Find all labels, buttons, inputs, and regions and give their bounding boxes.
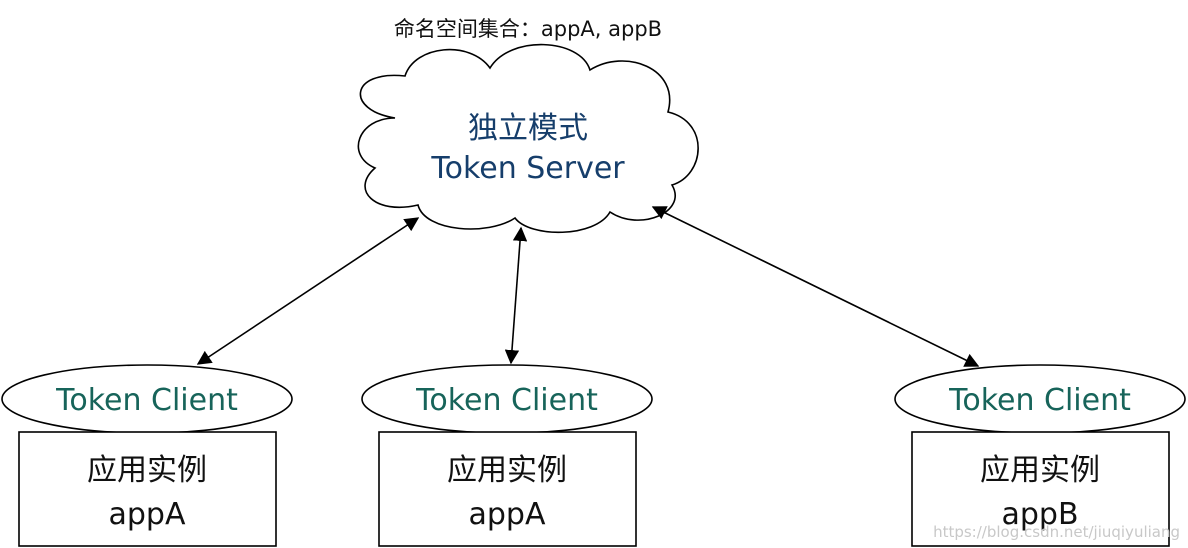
- watermark-text: https://blog.csdn.net/jiuqiyuliang: [933, 523, 1180, 541]
- app-instance-name: appB: [1001, 497, 1078, 532]
- connector-server-client-2: [504, 226, 528, 365]
- app-instance-title: 应用实例: [980, 453, 1100, 488]
- app-instance-box: [911, 431, 1170, 547]
- server-title: Token Server: [430, 151, 625, 186]
- app-instance-name: appA: [469, 497, 546, 532]
- server-mode-label: 独立模式: [468, 111, 588, 146]
- app-instance-box: [378, 431, 637, 547]
- cloud-shape: [357, 43, 699, 234]
- client-group-1: Token Client 应用实例 appA: [1, 364, 293, 547]
- namespace-label: 命名空间集合：appA, appB: [394, 17, 662, 41]
- app-instance-box: [18, 431, 277, 547]
- token-client-label: Token Client: [415, 383, 598, 418]
- token-server-cloud: 独立模式 Token Server: [357, 43, 699, 234]
- app-instance-title: 应用实例: [87, 453, 207, 488]
- client-group-3: Token Client 应用实例 appB: [894, 364, 1186, 547]
- token-client-label: Token Client: [948, 383, 1131, 418]
- connector-server-client-1: [196, 217, 420, 365]
- client-group-2: Token Client 应用实例 appA: [361, 364, 653, 547]
- app-instance-name: appA: [109, 497, 186, 532]
- app-instance-title: 应用实例: [447, 453, 567, 488]
- connector-server-client-3: [651, 206, 980, 367]
- token-client-label: Token Client: [55, 383, 238, 418]
